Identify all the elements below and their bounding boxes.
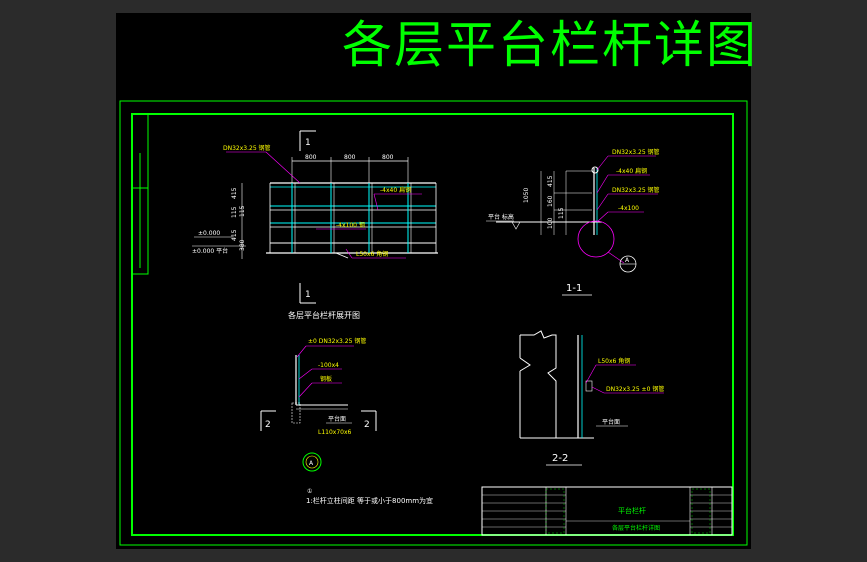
section-2-label: 2-2 — [552, 453, 568, 464]
elevation-view: 1 1 800 800 800 — [192, 130, 438, 320]
leader — [298, 382, 313, 398]
note-kick-plate: -4x100 钢 — [336, 221, 365, 229]
note-s1-2: -4x40 扁钢 — [616, 167, 647, 175]
note-floor-ref-b: ±0.000 平台 — [192, 247, 228, 255]
note-detail-a-3: 钢板 — [320, 375, 332, 383]
leader — [607, 251, 625, 264]
section-marker-bottom-label: 1 — [305, 290, 311, 300]
leader — [591, 386, 605, 394]
tb-cell-marks — [691, 488, 711, 534]
drawing-viewport[interactable]: 1 1 800 800 800 — [116, 13, 756, 549]
detail-callout-circle — [577, 220, 615, 258]
dim-left-3: 115 — [239, 205, 246, 217]
dim-left-5: 380 — [239, 239, 246, 251]
note-s1-floor: 平台 标高 — [488, 213, 514, 221]
note-s2-2: DN32x3.25 ±0 钢管 — [606, 385, 664, 393]
note-angle: L50x6 角钢 — [356, 250, 388, 258]
floor-hatch — [511, 221, 521, 230]
dim-top-1: 800 — [305, 154, 317, 161]
note-s1-1: DN32x3.25 钢管 — [612, 148, 660, 156]
detail-a-marker-label: A — [309, 460, 314, 467]
detail-a-marker-inner — [305, 455, 319, 469]
footnote-text: 1:栏杆立柱间距 等于或小于800mm为宜 — [306, 496, 433, 505]
tb-cell-marks — [545, 488, 565, 534]
dim-top-2: 800 — [344, 154, 356, 161]
marker-2-right: 2 — [364, 420, 370, 430]
section-marker-top-label: 1 — [305, 138, 311, 148]
section-1-label: 1-1 — [566, 283, 582, 294]
dim-left-2: 115 — [231, 206, 238, 218]
elevation-caption: 各层平台栏杆展开图 — [288, 310, 360, 320]
inner-frame — [131, 113, 734, 536]
handrail-section-circle — [591, 166, 599, 174]
detail-a-marker-circle — [302, 452, 322, 472]
dim-top-3: 800 — [382, 154, 394, 161]
binding-strip — [131, 113, 149, 275]
wall-left-break — [520, 330, 557, 439]
note-detail-a-weld: L110x70x6 — [318, 429, 352, 436]
title-block-center-bottom: 各层平台栏杆详图 — [612, 524, 660, 532]
note-detail-a-2: -100x4 — [318, 362, 339, 369]
title-block-center-top: 平台栏杆 — [618, 506, 646, 515]
leader — [596, 193, 609, 211]
footnote-symbol: ① — [307, 488, 312, 495]
dim-s1-4: 115 — [558, 207, 565, 219]
note-s1-3: DN32x3.25 钢管 — [612, 186, 660, 194]
detail-a-view: ±0 DN32x3.25 钢管 -100x4 钢板 平台面 L110x70x6 … — [260, 337, 433, 505]
leader — [596, 211, 609, 223]
dim-left-1: 415 — [231, 187, 238, 199]
dim-s1-2: 415 — [547, 175, 554, 187]
outer-border — [119, 100, 748, 546]
note-s2-1: L50x6 角钢 — [598, 357, 630, 365]
leader — [373, 193, 379, 211]
dim-s1-3: 160 — [547, 195, 554, 207]
dim-s1-5: 100 — [547, 217, 554, 229]
leader — [298, 368, 313, 380]
angle-section — [585, 380, 593, 392]
section-2-view: L50x6 角钢 DN32x3.25 ±0 钢管 平台面 2-2 — [519, 330, 664, 466]
leader — [596, 155, 609, 171]
note-s1-4: -4x100 — [618, 205, 639, 212]
note-detail-a-4: 平台面 — [328, 415, 346, 423]
note-detail-a-1: ±0 DN32x3.25 钢管 — [308, 337, 366, 345]
note-floor-ref-a: ±0.000 — [198, 230, 220, 237]
leader — [596, 174, 609, 194]
detail-base-hatch — [291, 402, 301, 424]
note-handrail-pipe: DN32x3.25 钢管 — [223, 144, 271, 152]
leader — [296, 345, 307, 358]
leader — [345, 248, 353, 259]
floor-line-break — [335, 252, 349, 259]
leader — [585, 364, 597, 384]
note-s2-3: 平台面 — [602, 418, 620, 426]
dim-left-4: 415 — [231, 229, 238, 241]
wall-break-zigzag — [519, 357, 531, 372]
note-flat-bar: -4x40 扁钢 — [380, 186, 411, 194]
dim-s1-1: 1050 — [523, 188, 530, 203]
marker-2-left: 2 — [265, 420, 271, 430]
section-1-view: 1050 415 160 115 100 DN32x3.25 钢管 -4x40 … — [486, 148, 660, 296]
cad-drawing-canvas[interactable]: 1 1 800 800 800 — [116, 13, 751, 549]
title-block: 平台栏杆 各层平台栏杆详图 — [481, 486, 733, 536]
detail-marker-label: A — [625, 257, 630, 264]
drawing-title: 各层平台栏杆详图 — [342, 16, 758, 74]
leader — [265, 151, 301, 184]
